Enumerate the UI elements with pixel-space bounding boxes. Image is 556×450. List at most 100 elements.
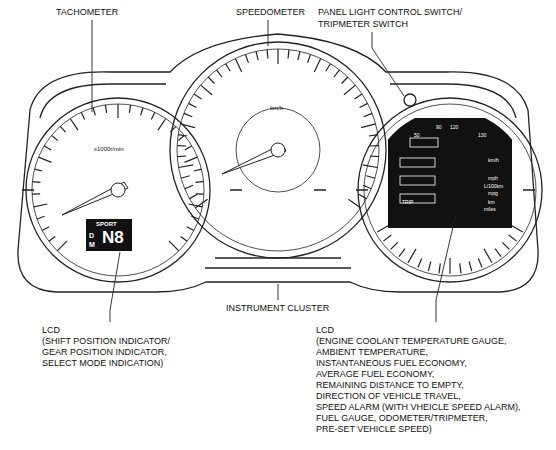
lcd-gauge-dial xyxy=(358,98,542,282)
inner-trim xyxy=(390,84,516,118)
dial-tick xyxy=(383,235,391,241)
dial-tick xyxy=(495,249,501,257)
lcd-text: D xyxy=(89,232,94,239)
dial-tick xyxy=(344,85,356,95)
speedometer-pivot xyxy=(271,143,285,157)
dial-tick xyxy=(34,204,48,207)
callout-label: SELECT MODE INDICATION) xyxy=(42,359,163,368)
leader-line xyxy=(278,284,279,300)
dial-tick xyxy=(326,64,331,72)
dial-tick xyxy=(185,185,193,189)
speedometer-needle xyxy=(222,144,286,174)
callout-label: (SHIFT POSITION INDICATOR/ xyxy=(42,337,170,346)
dial-tick xyxy=(418,258,422,267)
lcd-text: N8 xyxy=(102,229,124,246)
dial-tick xyxy=(502,242,509,249)
dial-tick xyxy=(314,59,320,73)
dial-tick xyxy=(399,249,405,257)
dial-tick xyxy=(60,126,65,132)
dial-tick xyxy=(181,176,190,179)
speedometer-ring xyxy=(177,49,379,251)
dial-tick xyxy=(190,194,198,198)
dial-tick xyxy=(439,263,440,273)
lcd-text: mph xyxy=(488,176,498,181)
dial-tick xyxy=(195,199,207,208)
dial-tick xyxy=(348,199,360,208)
callout-label: TRIPMETER SWITCH xyxy=(318,20,408,29)
callout-label: REMAINING DISTANCE TO EMPTY, xyxy=(316,381,464,390)
dial-tick xyxy=(194,169,202,171)
tachometer-dial xyxy=(26,98,210,282)
dial-tick xyxy=(151,112,155,119)
dial-tick xyxy=(370,155,379,157)
dial-tick xyxy=(449,258,450,274)
dial-tick xyxy=(359,194,367,198)
lcd-text: TRIP xyxy=(402,200,413,205)
callout-label: FUEL GAUGE, ODOMETER/TRIPMETER, xyxy=(316,414,488,423)
dial-tick xyxy=(170,126,175,132)
lcd-text: M xyxy=(89,241,95,248)
dial-tick xyxy=(105,105,106,113)
dial-tick xyxy=(196,181,204,183)
callout-label: LCD xyxy=(42,326,60,335)
lcd-text: mpg xyxy=(488,191,498,196)
dial-tick xyxy=(141,108,143,116)
tachometer-needle xyxy=(62,182,128,215)
dial-tick xyxy=(44,146,51,150)
dial-tick xyxy=(267,50,268,59)
dial-tick xyxy=(32,193,40,195)
callout-label: km/h xyxy=(270,105,283,111)
callout-label: INSTANTANEOUS FUEL ECONOMY, xyxy=(316,359,467,368)
dial-tick xyxy=(177,155,186,157)
dial-tick xyxy=(194,94,202,99)
callout-label: LCD xyxy=(316,326,334,335)
dial-tick xyxy=(308,54,311,63)
dial-tick xyxy=(469,262,472,272)
dial-tick xyxy=(188,103,196,107)
leader-line xyxy=(268,20,269,46)
dial-tick xyxy=(57,241,67,251)
callout-label: SPEED ALARM (WITH VHEICLE SPEED ALARM), xyxy=(316,403,521,412)
lcd-gauge-ring xyxy=(364,104,536,276)
dial-tick xyxy=(509,235,517,241)
dial-tick xyxy=(181,237,187,242)
dial-tick xyxy=(178,135,187,136)
dial-tick xyxy=(364,113,372,116)
dial-tick xyxy=(217,70,223,77)
dial-tick xyxy=(177,145,186,147)
dial-tick xyxy=(361,124,376,128)
lcd-segment xyxy=(400,176,435,185)
lcd-text: 120 xyxy=(450,125,458,130)
dial-tick xyxy=(226,64,231,72)
dial-tick xyxy=(363,185,371,189)
dial-tick xyxy=(178,135,184,140)
shift-lcd xyxy=(86,219,132,251)
leader-line xyxy=(110,252,120,322)
dial-tick xyxy=(184,113,192,116)
leader-line xyxy=(436,214,456,322)
callout-label: AVERAGE FUEL ECONOMY, xyxy=(316,370,434,379)
dial-tick xyxy=(169,241,179,251)
lower-trim xyxy=(205,258,351,268)
dial-tick xyxy=(246,54,249,63)
inner-trim xyxy=(40,84,166,118)
lcd-text: miles xyxy=(484,207,496,212)
dial-tick xyxy=(185,157,198,162)
dial-tick xyxy=(478,258,482,267)
dial-tick xyxy=(37,216,45,219)
dial-tick xyxy=(366,176,375,179)
lcd-text: L/100km xyxy=(484,184,503,189)
dial-tick xyxy=(35,169,43,171)
dial-tick xyxy=(460,263,461,273)
dial-tick xyxy=(334,70,340,77)
dial-tick xyxy=(256,51,258,60)
callout-label: PANEL LIGHT CONTROL SWITCH/ xyxy=(318,8,462,17)
tachometer-pivot xyxy=(111,183,125,197)
callout-label: (ENGINE COOLANT TEMPERATURE GAUGE, xyxy=(316,337,507,346)
dial-tick xyxy=(129,105,130,113)
callout-label: TACHOMETER xyxy=(56,8,118,17)
callout-label: AMBIENT TEMPERATURE, xyxy=(316,348,428,357)
leader-line xyxy=(92,20,93,112)
lcd-text: 90 xyxy=(436,125,442,130)
